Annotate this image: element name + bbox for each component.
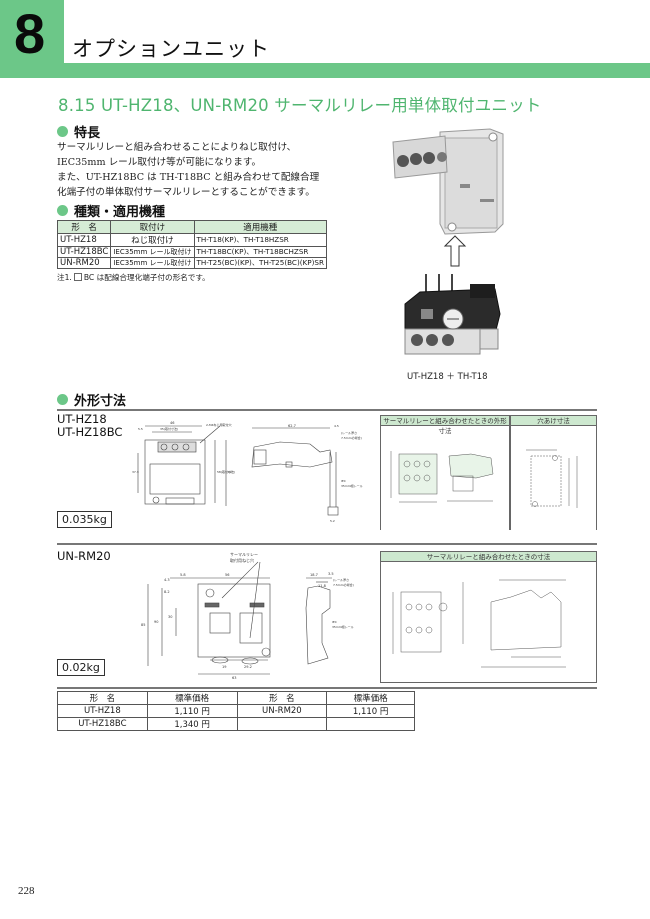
features-heading: 特長 [57,122,100,141]
divider [57,409,597,411]
svg-text:35mm幅レール: 35mm幅レール [332,624,354,629]
un-rm20-combo-panel: サーマルリレーと組み合わせたときの寸法 [380,551,597,683]
price-table: 形 名 標準価格 形 名 標準価格 UT-HZ18 1,110 円 UN-RM2… [57,691,415,731]
svg-text:18.7: 18.7 [310,573,318,577]
svg-text:35mm幅レール: 35mm幅レール [341,483,363,488]
table-header-row: 形 名 標準価格 形 名 標準価格 [57,691,415,705]
product-photo [385,124,525,364]
svg-text:8.2: 8.2 [164,590,170,594]
svg-text:56: 56 [225,573,229,577]
svg-text:7.5mmの場合): 7.5mmの場合) [333,582,354,587]
svg-text:29.2: 29.2 [244,665,252,669]
hole-drawing-icon [526,449,578,508]
weight-badge: 0.035kg [57,511,112,528]
svg-text:IEC: IEC [332,620,337,624]
table-row: UT-HZ18 ねじ取付け TH-T18(KP)、TH-T18HZSR [56,233,327,247]
svg-text:2-M4ねじ用取付穴: 2-M4ねじ用取付穴 [206,422,232,427]
combo-dimensions-panel: サーマルリレーと組み合わせたときの外形寸法 [380,415,510,530]
photo-caption: UT-HZ18 ＋ TH-T18 [407,372,488,382]
chapter-title: オプションユニット [72,37,270,61]
svg-text:5.8: 5.8 [180,573,186,577]
checkbox-glyph-icon [73,273,82,281]
chapter-number-box: 8 [0,0,64,78]
bullet-icon [57,126,68,137]
svg-text:4.5: 4.5 [334,424,339,428]
hole-dimensions-panel: 穴あけ寸法 [510,415,597,530]
model-label-un-rm20: UN-RM20 [57,549,111,563]
svg-text:7.5mmの場合): 7.5mmの場合) [341,435,362,440]
un-rm20-drawing: サーマルリレー 取付用ねじ穴 5.8 56 4.3 8.2 30 90 85 1… [140,548,375,680]
product-illustration-icon [392,128,504,355]
types-table: 形 名 取付け 適用機種 UT-HZ18 ねじ取付け TH-T18(KP)、TH… [56,220,327,269]
chapter-number: 8 [14,2,46,65]
svg-text:11.8: 11.8 [318,584,326,588]
ut-hz18-side-drawing: 62.7 4.5 (レール厚さ 7.5mmの場合) IEC 35mm幅レール 5… [240,422,375,527]
table-row: UT-HZ18 1,110 円 UN-RM20 1,110 円 [57,704,415,718]
model-label-ut-hz18: UT-HZ18 UT-HZ18BC [57,412,123,439]
table-header-row: 形 名 取付け 適用機種 [56,220,327,234]
svg-text:サーマルリレー: サーマルリレー [230,552,258,557]
types-heading: 種類・適用機種 [57,201,165,220]
bullet-icon [57,394,68,405]
svg-text:IEC: IEC [341,479,346,483]
table-row: UN-RM20 IEC35mm レール取付け TH-T25(BC)(KP)、TH… [56,257,327,269]
features-text: サーマルリレーと組み合わせることによりねじ取付け、 IEC35mm レール取付け… [57,142,320,198]
table-note: 注1.BC は配線合理化端子付の形名です。 [57,273,210,282]
svg-text:90: 90 [154,620,158,624]
svg-text:19: 19 [222,665,226,669]
weight-badge: 0.02kg [57,659,105,676]
section-title: 8.15 UT-HZ18、UN-RM20 サーマルリレー用単体取付ユニット [58,96,542,115]
page-number: 228 [18,885,35,897]
svg-text:(レール厚さ: (レール厚さ [341,430,357,435]
svg-text:5.5: 5.5 [138,427,143,431]
ut-hz18-front-drawing: 46 35(取付寸法) 5.5 2-M4ねじ用取付穴 37.3 58(取付寸法)… [130,418,240,518]
bullet-icon [57,205,68,216]
svg-text:5.2: 5.2 [330,519,335,523]
svg-text:62.7: 62.7 [288,424,296,428]
table-row: UT-HZ18BC 1,340 円 [57,717,415,731]
svg-text:35(取付寸法): 35(取付寸法) [160,426,178,431]
combo-drawing-icon [390,451,494,503]
svg-text:30: 30 [168,615,172,619]
divider [57,543,597,545]
svg-text:46: 46 [170,421,174,425]
dimensions-heading: 外形寸法 [57,390,126,409]
svg-text:3.5: 3.5 [328,572,334,576]
side-view-drawing-icon: 62.7 4.5 (レール厚さ 7.5mmの場合) IEC 35mm幅レール 5… [251,424,363,523]
divider [57,687,597,689]
table-row: UT-HZ18BC IEC35mm レール取付け TH-T18BC(KP)、TH… [56,246,327,258]
un-rm20-combo-drawing-icon [392,579,566,668]
svg-text:85: 85 [141,623,145,627]
chapter-bar [0,63,650,78]
chapter-header: 8 オプションユニット [0,0,650,78]
svg-text:58(取付寸法): 58(取付寸法) [217,469,235,474]
un-rm20-dimension-drawing-icon: サーマルリレー 取付用ねじ穴 5.8 56 4.3 8.2 30 90 85 1… [141,552,354,680]
svg-text:4.3: 4.3 [164,578,170,582]
front-view-drawing-icon: 46 35(取付寸法) 5.5 2-M4ねじ用取付穴 37.3 58(取付寸法)… [132,421,235,506]
svg-text:62: 62 [228,470,232,474]
svg-text:37.3: 37.3 [132,470,139,474]
svg-text:取付用ねじ穴: 取付用ねじ穴 [230,557,254,563]
svg-text:(レール厚さ: (レール厚さ [333,577,349,582]
svg-text:63: 63 [232,676,236,680]
